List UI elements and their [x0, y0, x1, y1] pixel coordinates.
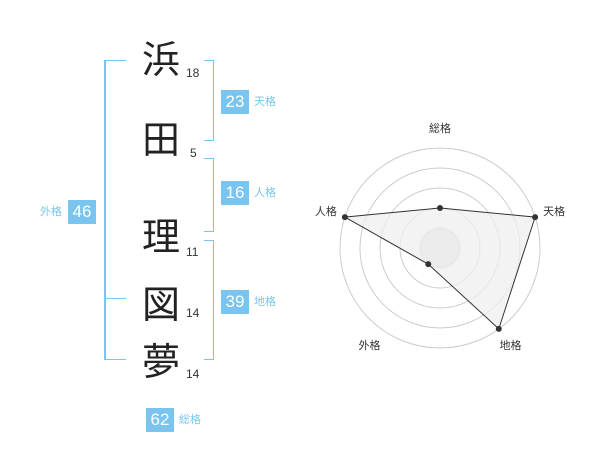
gaikaku-bracket-upper — [104, 60, 126, 299]
chikaku-value: 39 — [221, 290, 249, 314]
tenkaku-bracket — [204, 60, 214, 141]
jinkaku-label: 人格 — [254, 186, 276, 199]
radar-point-2 — [532, 214, 539, 221]
tenkaku: 23 天格 — [221, 90, 276, 114]
radar-ring — [339, 147, 541, 349]
soukaku-value: 62 — [146, 408, 174, 432]
radar-axis-label-3: 地格 — [500, 338, 522, 352]
name-char-1: 浜 — [142, 38, 181, 82]
soukaku: 62 総格 — [146, 408, 201, 432]
tenkaku-label: 天格 — [254, 95, 276, 108]
name-char-2: 田 — [142, 118, 181, 162]
stroke-count-4: 14 — [186, 306, 200, 320]
radar-point-5 — [341, 214, 348, 221]
radar-point-3 — [495, 325, 502, 332]
gaikaku-label: 外格 — [40, 205, 62, 218]
jinkaku: 16 人格 — [221, 181, 276, 205]
tenkaku-value: 23 — [221, 90, 249, 114]
radar-axis-label-2: 天格 — [543, 204, 565, 218]
jinkaku-value: 16 — [221, 181, 249, 205]
name-char-4: 図 — [142, 283, 181, 327]
radar-axis-label-1: 総格 — [429, 121, 451, 135]
chikaku: 39 地格 — [221, 290, 276, 314]
chikaku-bracket — [204, 240, 214, 360]
stroke-count-1: 18 — [186, 66, 200, 80]
name-char-5: 夢 — [142, 340, 181, 384]
chikaku-label: 地格 — [254, 295, 276, 308]
soukaku-label: 総格 — [179, 413, 201, 426]
jinkaku-bracket — [204, 158, 214, 232]
gaikaku-bracket-lower — [104, 298, 126, 360]
gaikaku: 外格 46 — [40, 200, 96, 224]
radar-points — [341, 205, 539, 332]
radar-point-1 — [437, 205, 443, 211]
gaikaku-value: 46 — [68, 200, 96, 224]
stroke-count-5: 14 — [186, 367, 200, 381]
radar-axis-label-5: 人格 — [315, 204, 337, 218]
radar-axis-label-4: 外格 — [358, 338, 380, 352]
name-char-3: 理 — [142, 215, 181, 259]
stroke-count-3: 11 — [186, 245, 199, 259]
radar-polygon — [343, 207, 536, 330]
radar-point-4 — [425, 261, 432, 268]
stroke-count-2: 5 — [190, 146, 197, 160]
